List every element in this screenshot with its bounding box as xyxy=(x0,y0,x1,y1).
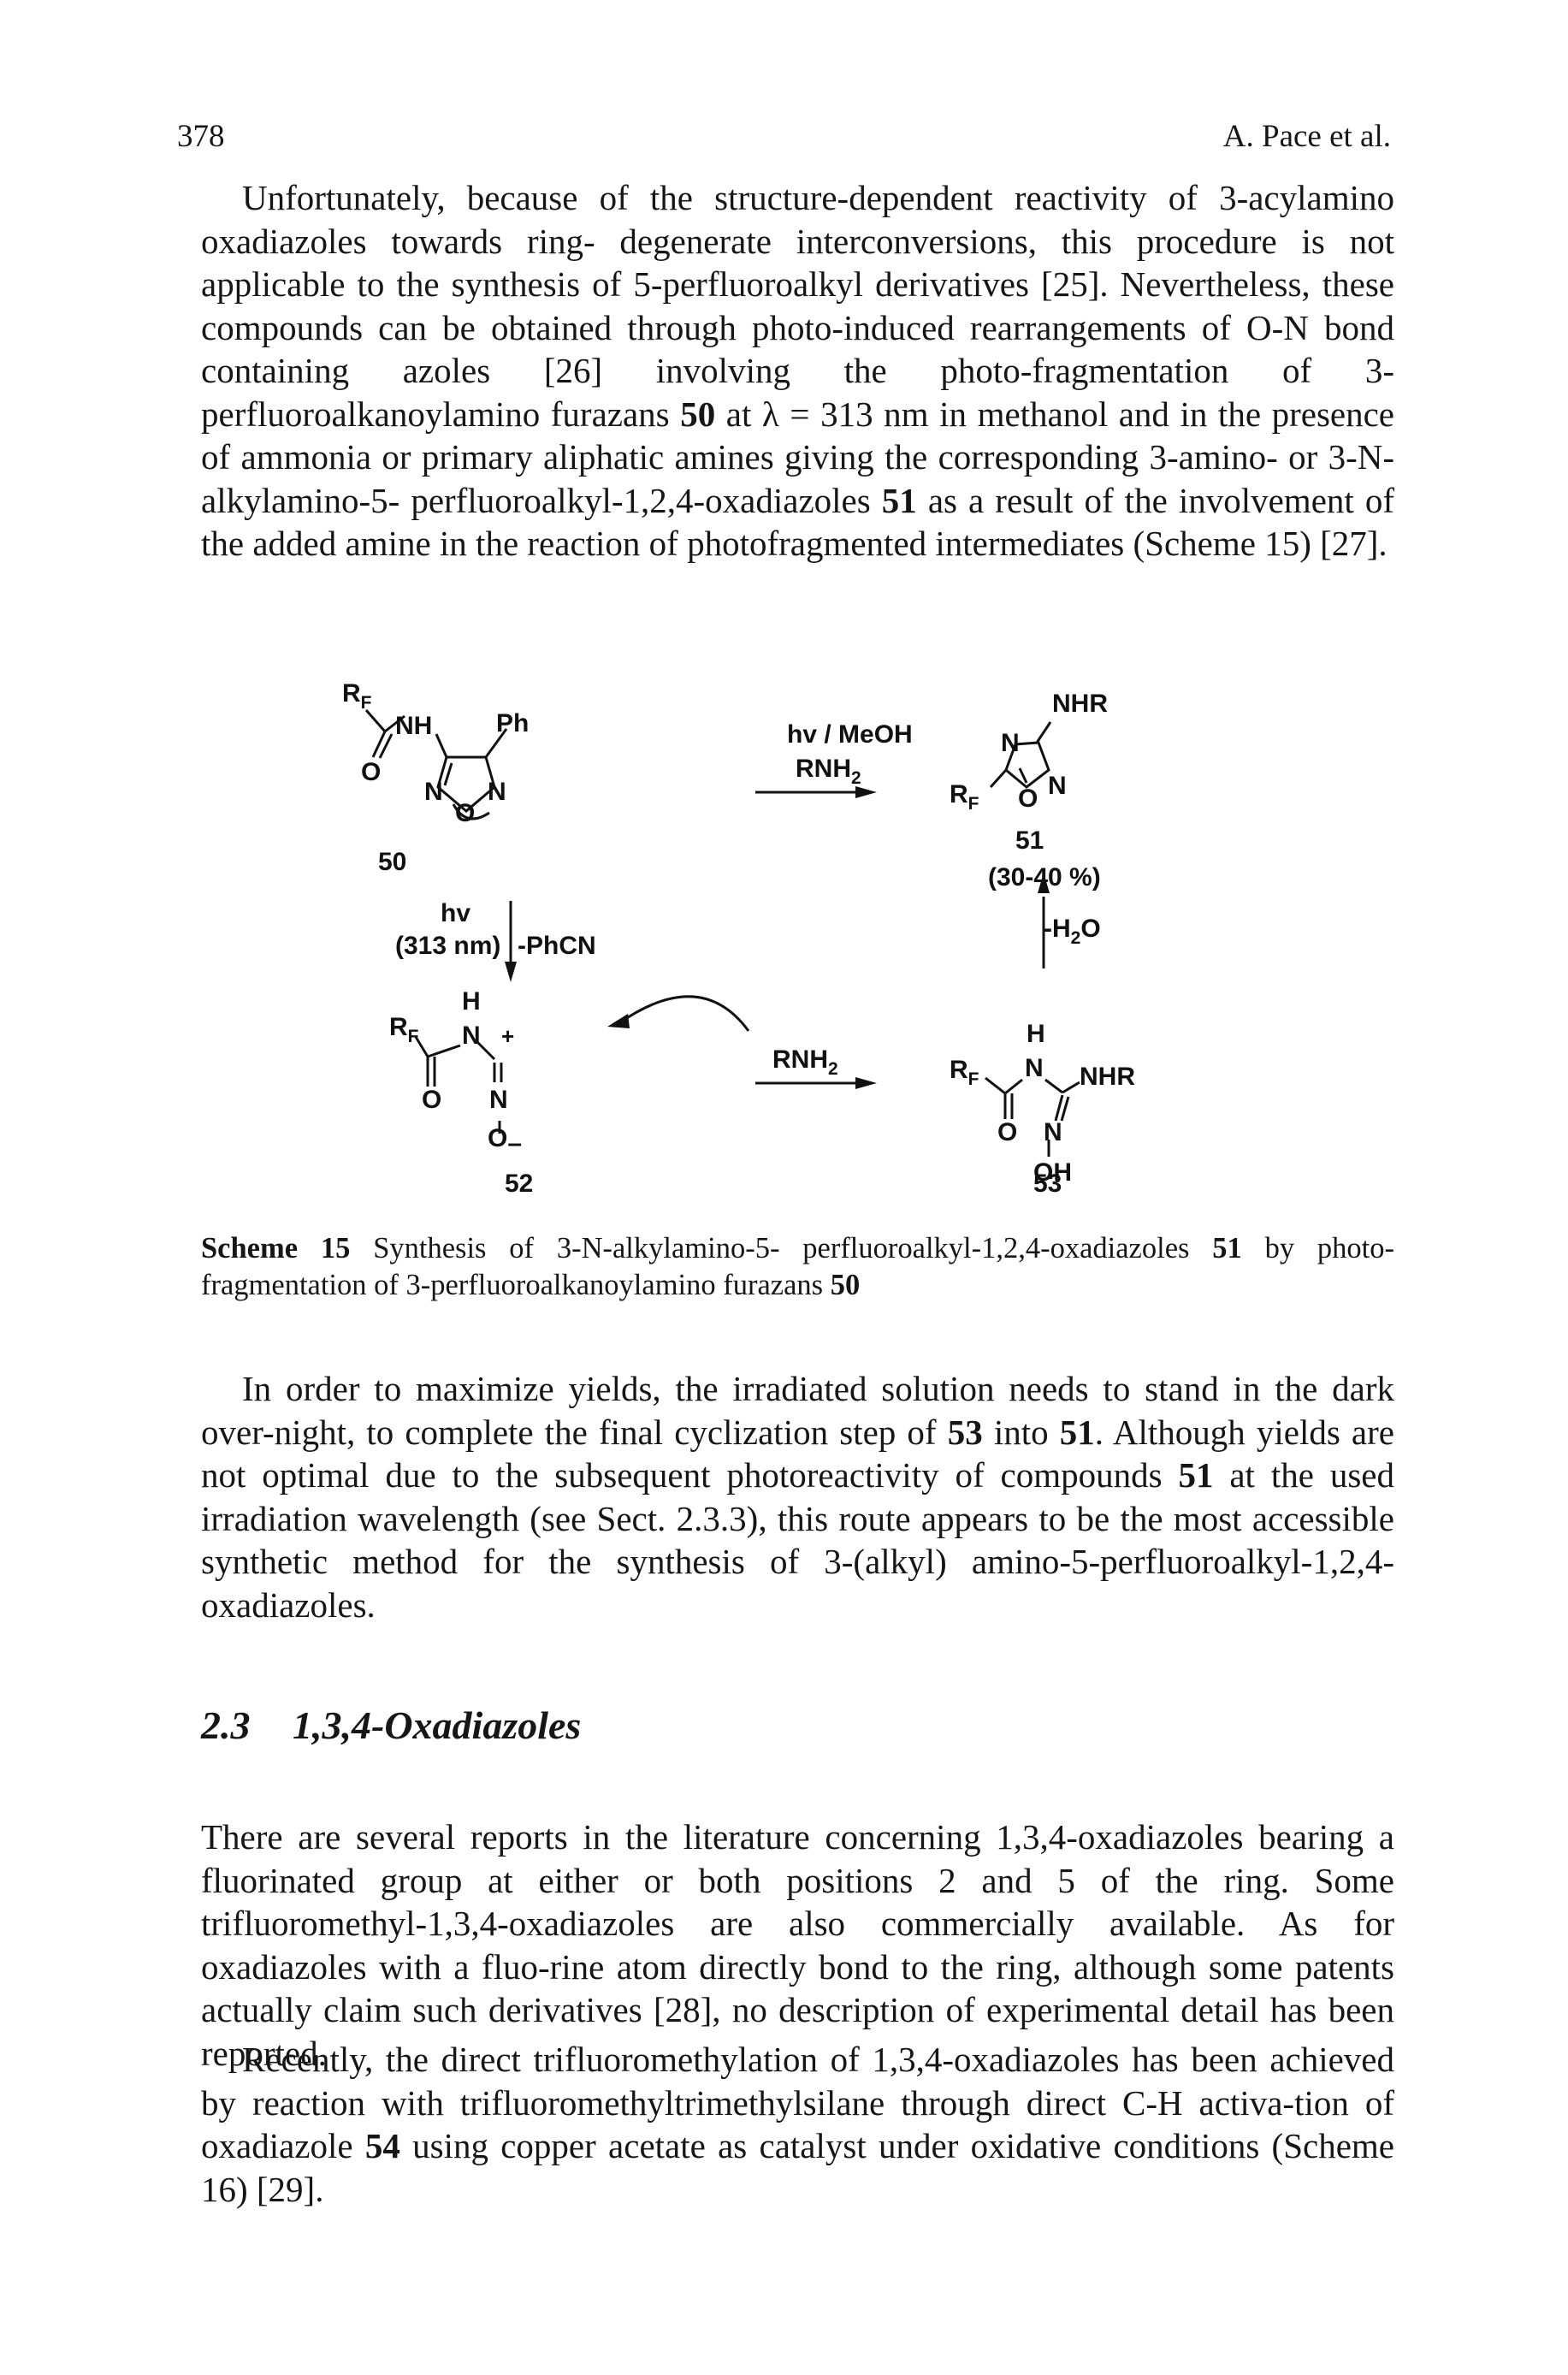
n-label: N xyxy=(424,778,443,806)
n-label: N xyxy=(489,1086,508,1114)
h-label: H xyxy=(462,987,481,1016)
rf-label-53: RF xyxy=(950,1056,979,1089)
n-label: N xyxy=(462,1022,481,1050)
compound-ref-54: 54 xyxy=(364,2126,400,2165)
yield-label: (30-40 %) xyxy=(988,863,1101,891)
paragraph-2: In order to maximize yields, the irradia… xyxy=(201,1367,1394,1626)
compound-ref-50: 50 xyxy=(680,394,716,434)
o-minus-label: O– xyxy=(488,1124,522,1158)
n-label: N xyxy=(1001,729,1020,757)
caption-text: Synthesis of 3-N-alkylamino-5- perfluoro… xyxy=(350,1232,1213,1264)
caption-text-2: by photo-fragmentation of 3-perfluoroalk… xyxy=(201,1232,1394,1301)
section-heading: 2.3 1,3,4-Oxadiazoles xyxy=(201,1703,581,1748)
o-label: O xyxy=(997,1118,1017,1146)
condition-313nm: (313 nm) xyxy=(395,932,500,960)
paragraph-2-text-4: at the used irradiation wavelength (see … xyxy=(201,1455,1394,1625)
page-number: 378 xyxy=(177,119,225,154)
running-head: 378 A. Pace et al. xyxy=(177,118,1391,161)
o-label: O xyxy=(361,758,381,786)
caption-ref-51: 51 xyxy=(1212,1232,1242,1264)
compound-label-51: 51 xyxy=(1015,826,1044,855)
compound-label-53: 53 xyxy=(1033,1170,1062,1198)
o-label: O xyxy=(422,1086,441,1114)
h-label: H xyxy=(1027,1020,1045,1048)
condition-rnh2-lower: RNH2 xyxy=(772,1045,838,1079)
paragraph-2-text-3: . Although yields are not optimal due to… xyxy=(201,1412,1394,1495)
o-label: O xyxy=(1018,785,1038,813)
scheme-drawing: RF NH Ph O N N O 50 hv / MeOH RNH2 NHR N… xyxy=(342,679,1135,1198)
n-label: N xyxy=(488,778,506,806)
reaction-scheme-15: RF NH Ph O N N O 50 hv / MeOH RNH2 NHR N… xyxy=(342,667,1223,1198)
compound-label-50: 50 xyxy=(378,848,406,876)
caption-ref-50: 50 xyxy=(830,1269,861,1301)
nhr-label-53: NHR xyxy=(1080,1063,1135,1091)
condition-phcn-loss: -PhCN xyxy=(518,932,596,960)
paragraph-3: There are several reports in the literat… xyxy=(201,1817,1394,2073)
scheme-caption: Scheme 15 Synthesis of 3-N-alkylamino-5-… xyxy=(201,1230,1394,1304)
paragraph-2-text-2: into xyxy=(982,1412,1060,1452)
o-label: O xyxy=(455,799,475,827)
ph-label: Ph xyxy=(496,709,529,737)
n-label: N xyxy=(1048,772,1067,800)
paragraph-4-text-2: using copper acetate as catalyst under o… xyxy=(201,2126,1394,2209)
paragraph-1-text-2: at λ = 313 nm in methanol and in the pre… xyxy=(201,394,1394,520)
n-label: N xyxy=(1044,1118,1062,1146)
scheme-arrowheads xyxy=(505,786,1050,1089)
caption-label: Scheme 15 xyxy=(201,1232,351,1264)
compound-ref-51: 51 xyxy=(881,480,917,520)
section-title: 1,3,4-Oxadiazoles xyxy=(293,1703,582,1747)
paragraph-1: Unfortunately, because of the structure-… xyxy=(201,176,1394,566)
water-loss-label: -H2O xyxy=(1044,915,1101,948)
condition-rnh2: RNH2 xyxy=(796,755,861,788)
scheme-bonds xyxy=(364,709,1080,1157)
scheme-labels: RF NH Ph O N N O 50 hv / MeOH RNH2 NHR N… xyxy=(342,679,1135,1198)
plus-charge: + xyxy=(501,1023,514,1049)
section-number: 2.3 xyxy=(201,1703,251,1747)
condition-hv: hv xyxy=(441,899,470,927)
compound-ref-51: 51 xyxy=(1178,1455,1214,1495)
rf-label-52: RF xyxy=(389,1013,419,1046)
paragraph-1-text: Unfortunately, because of the structure-… xyxy=(201,178,1394,434)
paragraph-4-text: Recently, the direct trifluoromethylatio… xyxy=(201,2040,1394,2165)
nhr-label: NHR xyxy=(1052,690,1108,718)
n-label: N xyxy=(1025,1054,1044,1082)
rf-label-50: RF xyxy=(342,679,372,713)
rf-label-51: RF xyxy=(950,780,979,814)
paragraph-2-text: In order to maximize yields, the irradia… xyxy=(201,1369,1394,1452)
compound-ref-51: 51 xyxy=(1059,1412,1095,1452)
nh-label: NH xyxy=(395,712,432,740)
oh-label: OH xyxy=(1033,1158,1072,1187)
running-author: A. Pace et al. xyxy=(1222,119,1391,154)
compound-ref-53: 53 xyxy=(947,1412,983,1452)
paragraph-1-text-3: as a result of the involvement of the ad… xyxy=(201,480,1394,564)
paragraph-4: Recently, the direct trifluoromethylatio… xyxy=(201,2038,1394,2211)
compound-label-52: 52 xyxy=(505,1170,533,1198)
condition-hv-meoh: hv / MeOH xyxy=(787,720,913,749)
